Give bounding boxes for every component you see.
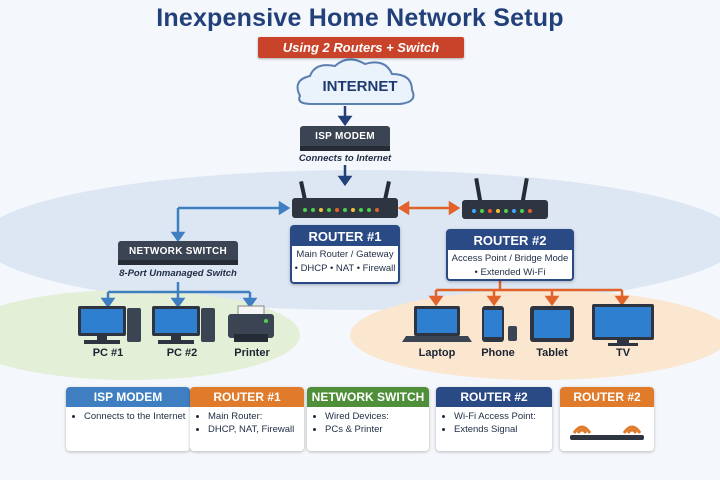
legend-router2-wifi-title: ROUTER #2 [560,387,654,407]
legend-router1-item: Main Router: [208,411,304,422]
legend-router1-item: DHCP, NAT, Firewall [208,424,304,435]
router1-box: ROUTER #1 Main Router / Gateway • DHCP •… [290,225,400,284]
legend-router1: ROUTER #1 Main Router: DHCP, NAT, Firewa… [190,387,304,451]
phone-icon [482,306,517,342]
desktop-pc-icon [152,306,215,344]
router2-line2: • Extended Wi-Fi [474,267,546,278]
uplink-arrows [337,106,353,187]
wired-links [100,282,258,309]
laptop-icon [402,306,472,342]
legend-router2-item: Extends Signal [454,424,552,435]
desktop-pc-icon [78,306,141,344]
router-icon [292,180,398,218]
cloud-icon [296,58,415,105]
tv-icon [592,304,654,346]
router2-line1: Access Point / Bridge Mode [451,253,569,264]
router1-line2: • DHCP • NAT • Firewall [294,263,396,274]
page-title: Inexpensive Home Network Setup [156,4,564,32]
legend-router2-wifi: ROUTER #2 [560,387,654,451]
router-icon [462,177,548,219]
legend-modem-title: ISP MODEM [66,387,190,407]
legend-modem-item: Connects to the Internet [84,411,190,422]
tablet-icon [530,306,574,342]
modem-caption: Connects to Internet [298,153,392,164]
router-link [397,200,461,216]
internet-label: INTERNET [322,78,398,95]
legend-switch: NETWORK SWITCH Wired Devices: PCs & Prin… [307,387,429,451]
modem-label: ISP MODEM [304,129,386,145]
wifi-icon [570,425,644,440]
legend-router1-title: ROUTER #1 [190,387,304,407]
router1-title: ROUTER #1 [292,227,398,246]
tv-label: TV [615,347,631,359]
legend-switch-title: NETWORK SWITCH [307,387,429,407]
legend-router2-item: Wi-Fi Access Point: [454,411,552,422]
switch-uplink [170,200,291,243]
pc2-label: PC #2 [166,347,198,359]
wired-region [0,290,300,380]
legend-modem: ISP MODEM Connects to the Internet [66,387,190,451]
wireless-links [428,278,630,307]
laptop-label: Laptop [418,347,456,359]
legend-router2: ROUTER #2 Wi-Fi Access Point: Extends Si… [436,387,552,451]
tablet-label: Tablet [536,347,568,359]
legend-router2-title: ROUTER #2 [436,387,552,407]
router2-box: ROUTER #2 Access Point / Bridge Mode • E… [446,229,574,281]
legend-switch-item: Wired Devices: [325,411,429,422]
router2-title: ROUTER #2 [448,231,572,250]
printer-label: Printer [234,347,270,359]
router1-line1: Main Router / Gateway [296,249,394,260]
printer-icon [228,305,274,342]
legend-switch-item: PCs & Printer [325,424,429,435]
pc1-label: PC #1 [92,347,124,359]
phone-label: Phone [481,347,515,359]
subtitle-ribbon: Using 2 Routers + Switch [258,37,464,58]
switch-caption: 8-Port Unmanaged Switch [119,268,237,279]
switch-label: NETWORK SWITCH [124,244,232,260]
